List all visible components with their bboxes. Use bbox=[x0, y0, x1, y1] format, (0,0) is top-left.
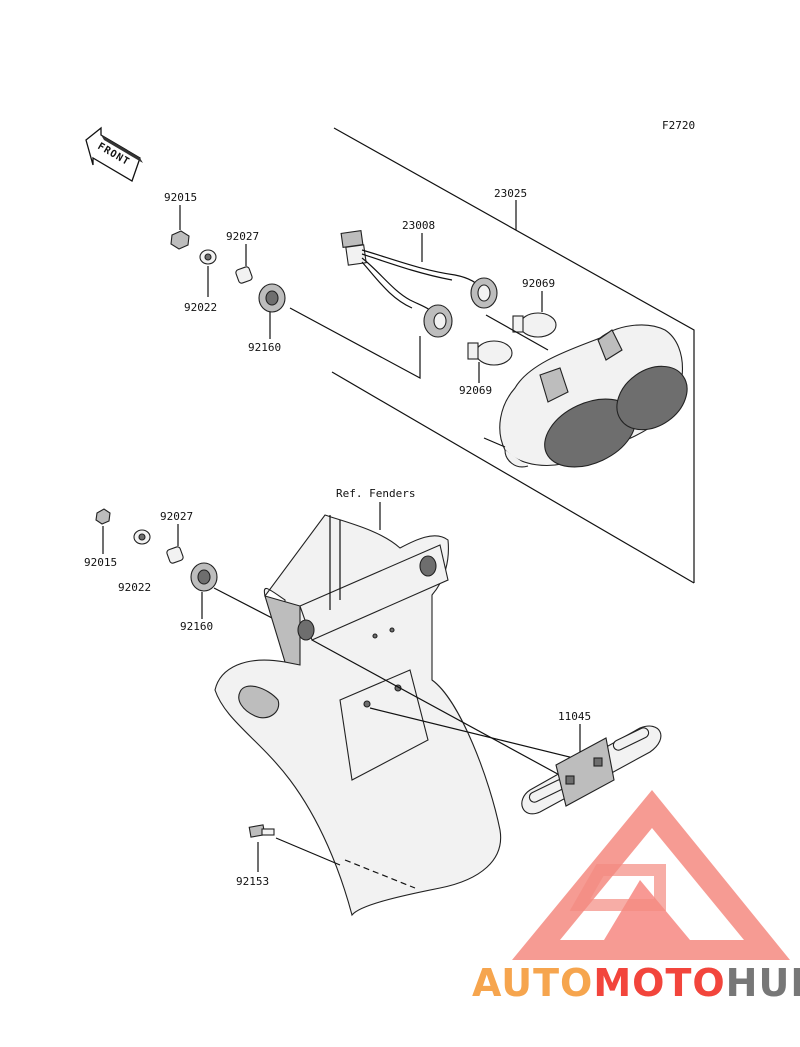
watermark-part1: AUTO bbox=[472, 961, 593, 1005]
label-92160-upper: 92160 bbox=[248, 341, 281, 354]
watermark-part3: HUB bbox=[726, 961, 800, 1005]
figure-code: F2720 bbox=[662, 119, 695, 132]
label-92069-upper: 92069 bbox=[522, 277, 555, 290]
washer-92022-lower bbox=[133, 529, 151, 545]
label-23025: 23025 bbox=[494, 187, 527, 200]
watermark-logo bbox=[512, 790, 790, 960]
bulb-lower bbox=[467, 340, 513, 366]
label-92027-lower: 92027 bbox=[160, 510, 193, 523]
collar-92027-upper bbox=[235, 266, 253, 284]
label-92015-upper: 92015 bbox=[164, 191, 197, 204]
label-ref-fenders: Ref. Fenders bbox=[336, 487, 415, 500]
watermark-text: AUTOMOTOHUB bbox=[472, 961, 800, 1005]
nut-92015-lower bbox=[95, 508, 111, 525]
bolt-92153 bbox=[248, 824, 275, 838]
label-92015-lower: 92015 bbox=[84, 556, 117, 569]
watermark-part2: MOTO bbox=[593, 961, 725, 1005]
label-92153: 92153 bbox=[236, 875, 269, 888]
tail-light-housing bbox=[483, 324, 688, 468]
license-bracket bbox=[521, 725, 662, 815]
grommet-92160-upper bbox=[258, 283, 286, 313]
bulb-upper bbox=[512, 312, 557, 338]
label-92160-lower: 92160 bbox=[180, 620, 213, 633]
label-11045: 11045 bbox=[558, 710, 591, 723]
label-23008: 23008 bbox=[402, 219, 435, 232]
label-92022-lower: 92022 bbox=[118, 581, 151, 594]
assembly-frame-23025 bbox=[331, 127, 695, 584]
label-92027-upper: 92027 bbox=[226, 230, 259, 243]
washer-92022-upper bbox=[199, 249, 217, 265]
label-92069-lower: 92069 bbox=[459, 384, 492, 397]
collar-92027-lower bbox=[166, 546, 184, 564]
label-92022-upper: 92022 bbox=[184, 301, 217, 314]
rear-fender bbox=[214, 514, 502, 917]
grommet-92160-lower bbox=[190, 562, 218, 592]
nut-92015-upper bbox=[170, 230, 190, 250]
front-arrow-icon: FRONT bbox=[85, 126, 143, 182]
wiring-harness bbox=[340, 230, 498, 338]
